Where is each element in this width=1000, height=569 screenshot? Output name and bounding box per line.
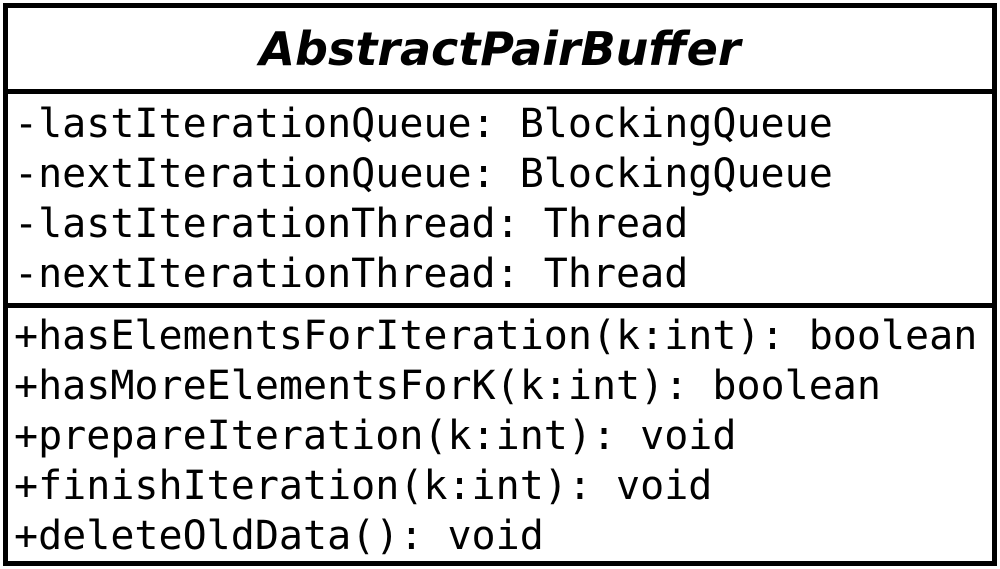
operation-delete-old-data: +deleteOldData(): void [14, 513, 544, 559]
uml-class-box: AbstractPairBuffer -lastIterationQueue: … [3, 3, 997, 566]
operations-compartment: +hasElementsForIteration(k:int): boolean… [8, 308, 992, 561]
attribute-last-iteration-thread: -lastIterationThread: Thread [14, 201, 689, 247]
attribute-next-iteration-thread: -nextIterationThread: Thread [14, 251, 689, 297]
attribute-next-iteration-queue: -nextIterationQueue: BlockingQueue [14, 151, 833, 197]
attribute-last-iteration-queue: -lastIterationQueue: BlockingQueue [14, 101, 833, 147]
operation-has-elements-for-iteration: +hasElementsForIteration(k:int): boolean [14, 313, 978, 359]
attributes-compartment: -lastIterationQueue: BlockingQueue -next… [8, 94, 992, 308]
operation-has-more-elements-for-k: +hasMoreElementsForK(k:int): boolean [14, 363, 881, 409]
class-name: AbstractPairBuffer [8, 8, 992, 94]
operation-prepare-iteration: +prepareIteration(k:int): void [14, 413, 737, 459]
operation-finish-iteration: +finishIteration(k:int): void [14, 463, 713, 509]
